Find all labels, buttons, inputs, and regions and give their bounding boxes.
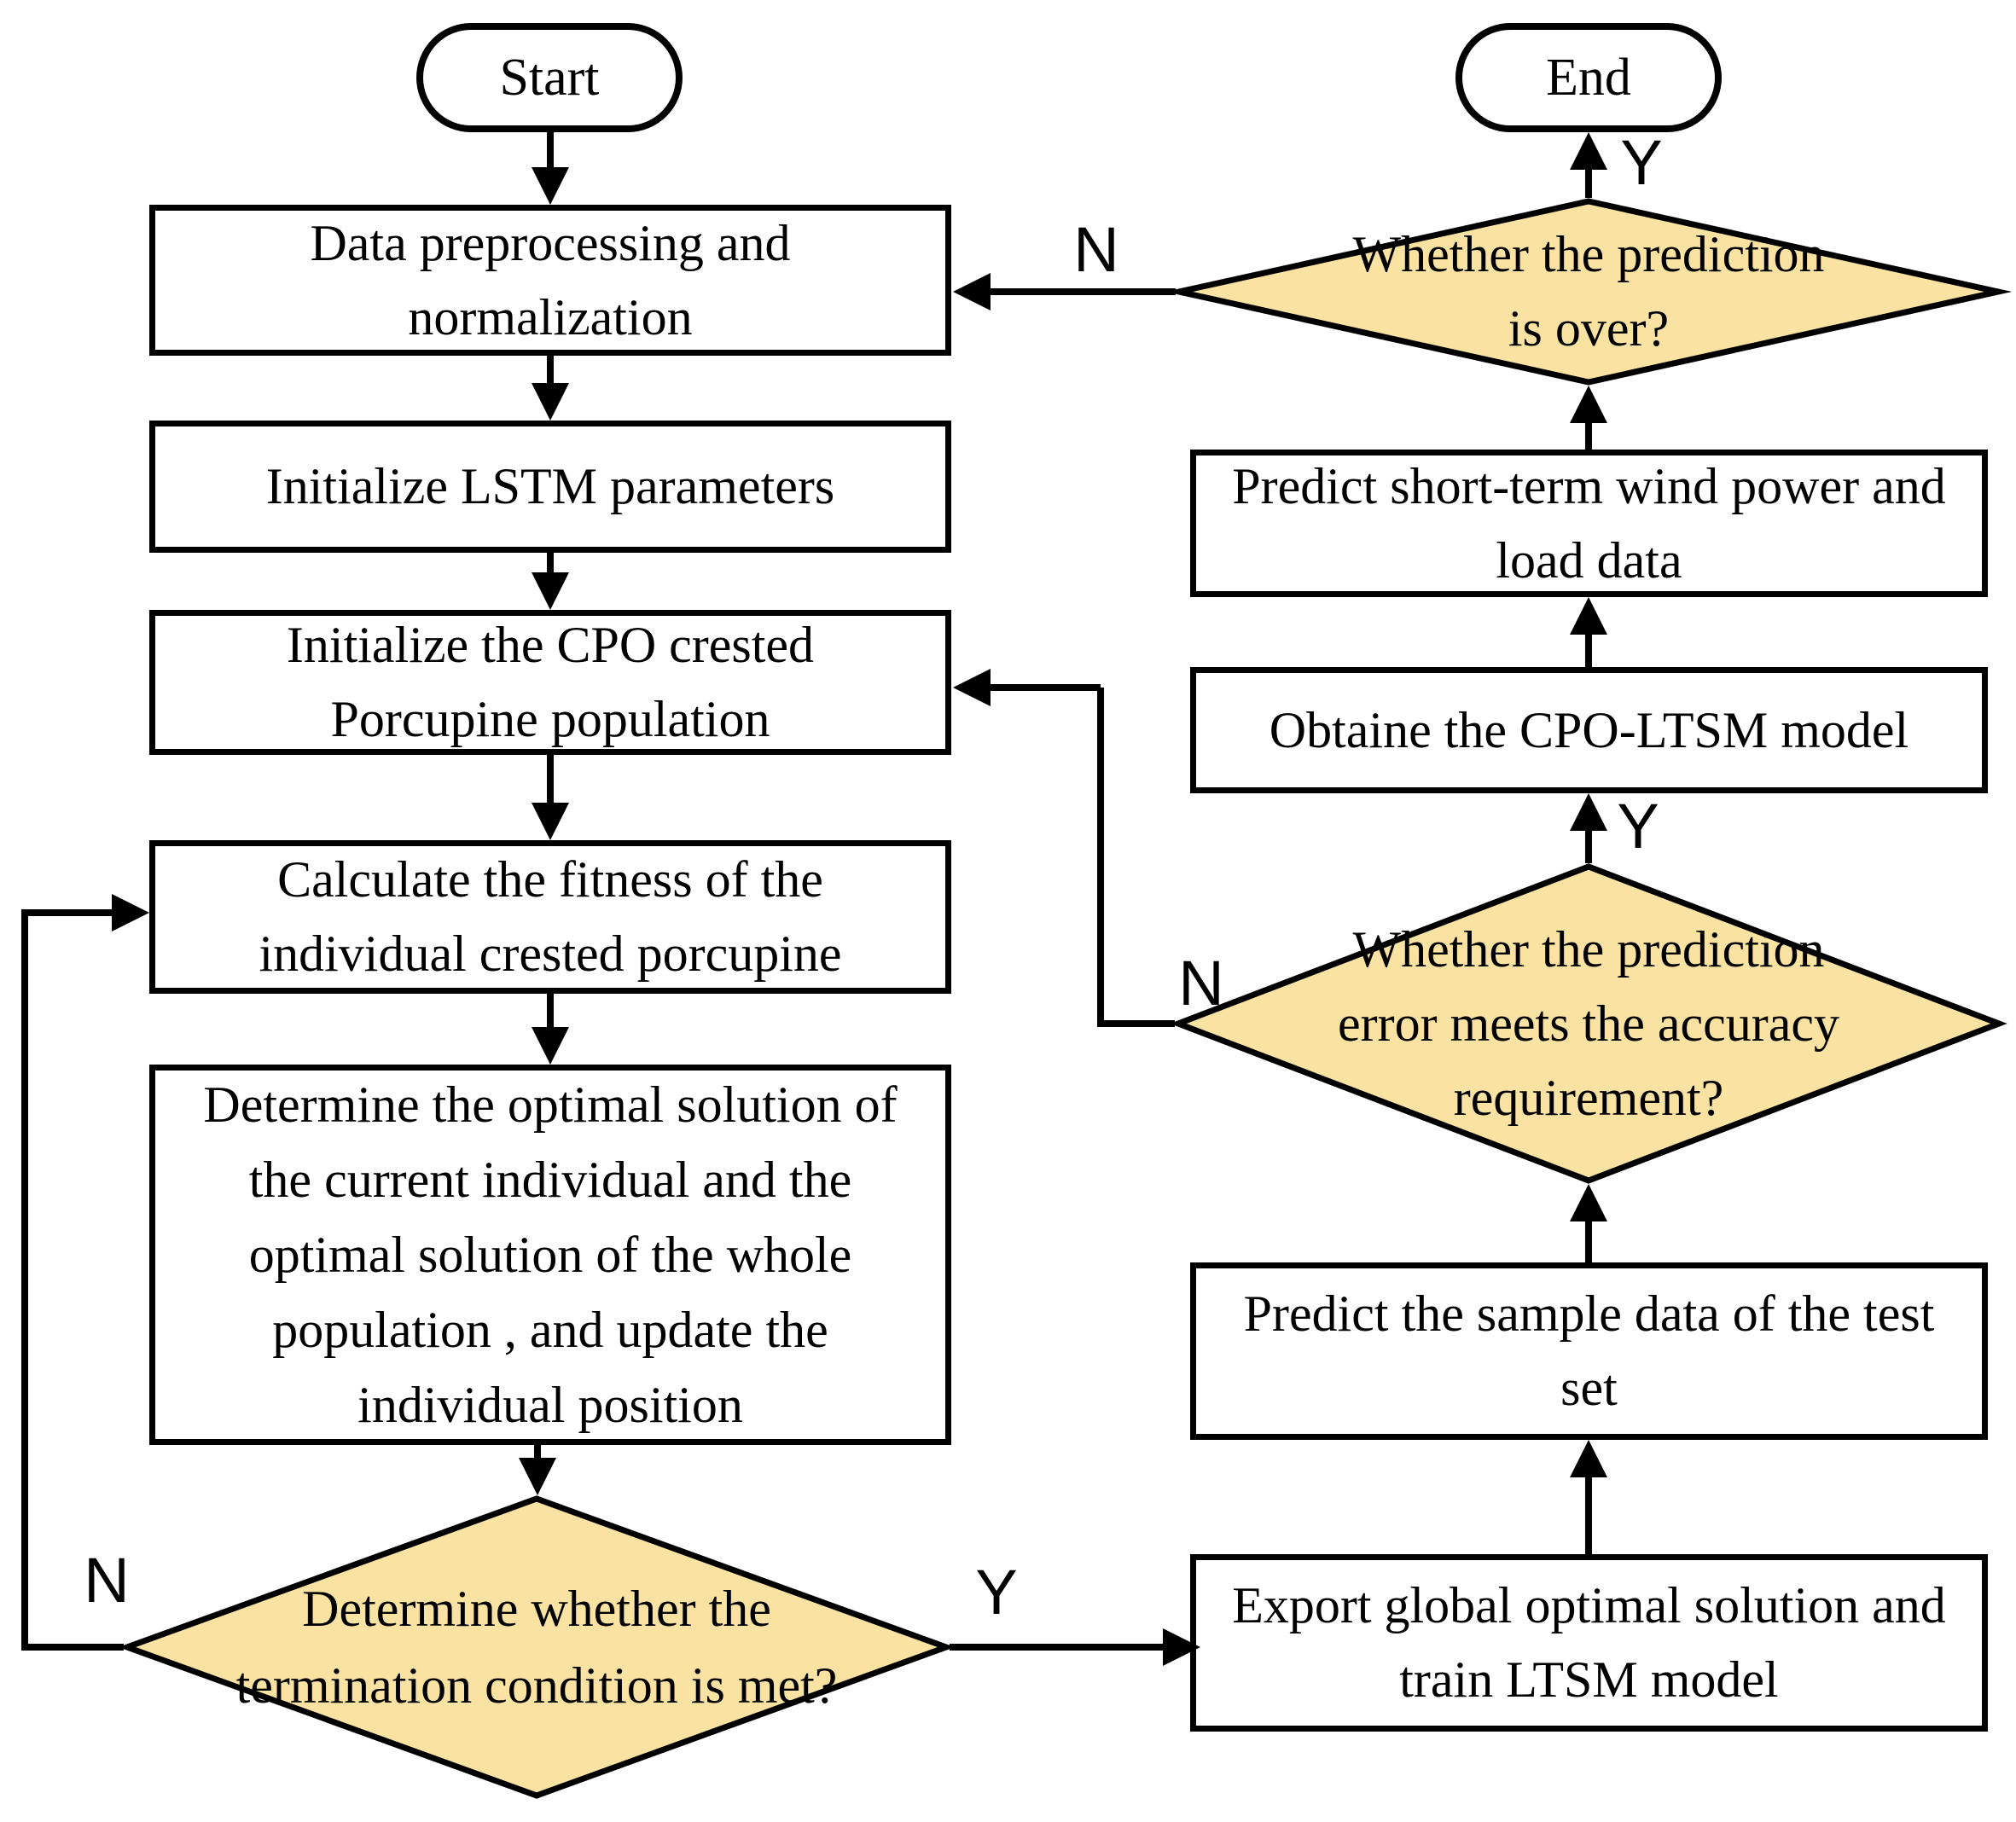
process-initialize-lstm-label: Initialize LSTM parameters — [265, 458, 835, 514]
edge-error-no-vertical — [1097, 688, 1104, 1027]
edge-label-termination-yes: Y — [975, 1556, 1018, 1628]
edge-preprocess-to-init-lstm — [547, 356, 554, 384]
process-calculate-fitness-label: Calculate the fitness of the individual … — [259, 851, 842, 982]
edge-label-over-no: N — [1073, 213, 1119, 285]
edge-export-to-predict-test — [1585, 1477, 1592, 1554]
edge-termination-yes — [950, 1644, 1164, 1651]
process-initialize-cpo-population-label: Initialize the CPO crested Porcupine pop… — [286, 617, 815, 747]
decision-termination-condition: Determine whether the termination condit… — [118, 1495, 956, 1799]
decision-termination-diamond-shape — [118, 1495, 956, 1799]
edge-determine-to-termination — [534, 1445, 541, 1459]
arrowhead-error-yes-to-obtain — [1570, 793, 1607, 831]
arrowhead-predict-test-to-error — [1570, 1184, 1607, 1221]
process-predict-test-set-label: Predict the sample data of the test set — [1243, 1285, 1935, 1416]
process-initialize-lstm: Initialize LSTM parameters — [149, 421, 951, 553]
decision-termination-condition-label: Determine whether the termination condit… — [235, 1581, 838, 1714]
process-initialize-cpo-population: Initialize the CPO crested Porcupine pop… — [149, 610, 951, 755]
arrowhead-init-lstm-to-init-cpo — [532, 572, 569, 610]
arrowhead-export-to-predict-test — [1570, 1440, 1607, 1477]
decision-prediction-error-label: Whether the prediction error meets the a… — [1338, 920, 1839, 1126]
process-determine-optimal-solution: Determine the optimal solution of the cu… — [149, 1065, 951, 1445]
process-export-global-optimal: Export global optimal solution and train… — [1190, 1554, 1988, 1732]
process-data-preprocessing-label: Data preprocessing and normalization — [310, 214, 791, 345]
arrowhead-init-cpo-to-calc-fitness — [532, 803, 569, 840]
process-predict-wind-power: Predict short-term wind power and load d… — [1190, 450, 1988, 597]
process-obtain-cpo-lstm-model-label: Obtaine the CPO-LTSM model — [1269, 701, 1909, 758]
process-predict-test-set: Predict the sample data of the test set — [1190, 1262, 1988, 1440]
arrowhead-over-yes-to-end — [1570, 132, 1607, 170]
decision-prediction-over-diamond-shape — [1165, 198, 2013, 386]
start-terminator: Start — [416, 23, 683, 132]
arrowhead-determine-to-termination — [519, 1458, 556, 1495]
end-terminator: End — [1455, 23, 1722, 132]
edge-start-to-preprocess — [547, 132, 554, 168]
edge-predict-wind-to-over — [1585, 422, 1592, 450]
arrowhead-termination-yes — [1163, 1628, 1200, 1666]
decision-prediction-over-label: Whether the prediction is over? — [1352, 226, 1825, 357]
edge-termination-no-horizontal — [28, 909, 113, 916]
edge-label-error-yes: Y — [1617, 790, 1659, 862]
decision-prediction-error-diamond-shape — [1170, 863, 2007, 1184]
edge-predict-test-to-error — [1585, 1221, 1592, 1262]
edge-over-yes-to-end — [1585, 169, 1592, 198]
process-determine-optimal-solution-label: Determine the optimal solution of the cu… — [203, 1076, 898, 1433]
edge-label-termination-no: N — [84, 1544, 130, 1616]
decision-prediction-over: Whether the prediction is over? — [1165, 198, 2013, 386]
process-calculate-fitness: Calculate the fitness of the individual … — [149, 840, 951, 994]
edge-over-no — [990, 288, 1176, 295]
arrowhead-preprocess-to-init-lstm — [532, 383, 569, 421]
process-predict-wind-power-label: Predict short-term wind power and load d… — [1232, 457, 1946, 589]
edge-init-lstm-to-init-cpo — [547, 553, 554, 573]
arrowhead-error-no — [953, 669, 991, 706]
edge-calc-fitness-to-determine — [547, 994, 554, 1028]
arrowhead-start-to-preprocess — [532, 167, 569, 205]
edge-obtain-to-predict-wind — [1585, 634, 1592, 667]
edge-termination-no-vertical — [21, 909, 28, 1651]
arrowhead-over-no — [953, 273, 991, 310]
start-label: Start — [499, 48, 600, 107]
edge-error-yes-to-obtain — [1585, 830, 1592, 863]
edge-termination-no-stub — [25, 1644, 124, 1651]
edge-error-no-stub — [1101, 1020, 1175, 1027]
decision-prediction-error: Whether the prediction error meets the a… — [1170, 863, 2007, 1184]
end-label: End — [1546, 48, 1631, 107]
arrowhead-calc-fitness-to-determine — [532, 1027, 569, 1065]
arrowhead-predict-wind-to-over — [1570, 386, 1607, 423]
process-data-preprocessing: Data preprocessing and normalization — [149, 205, 951, 356]
arrowhead-obtain-to-predict-wind — [1570, 597, 1607, 635]
edge-error-no-horizontal — [990, 684, 1101, 691]
arrowhead-termination-no — [112, 894, 149, 931]
edge-label-over-yes: Y — [1620, 126, 1663, 198]
edge-label-error-no: N — [1178, 947, 1224, 1018]
process-export-global-optimal-label: Export global optimal solution and train… — [1232, 1577, 1946, 1708]
edge-init-cpo-to-calc-fitness — [547, 755, 554, 804]
process-obtain-cpo-lstm-model: Obtaine the CPO-LTSM model — [1190, 667, 1988, 793]
